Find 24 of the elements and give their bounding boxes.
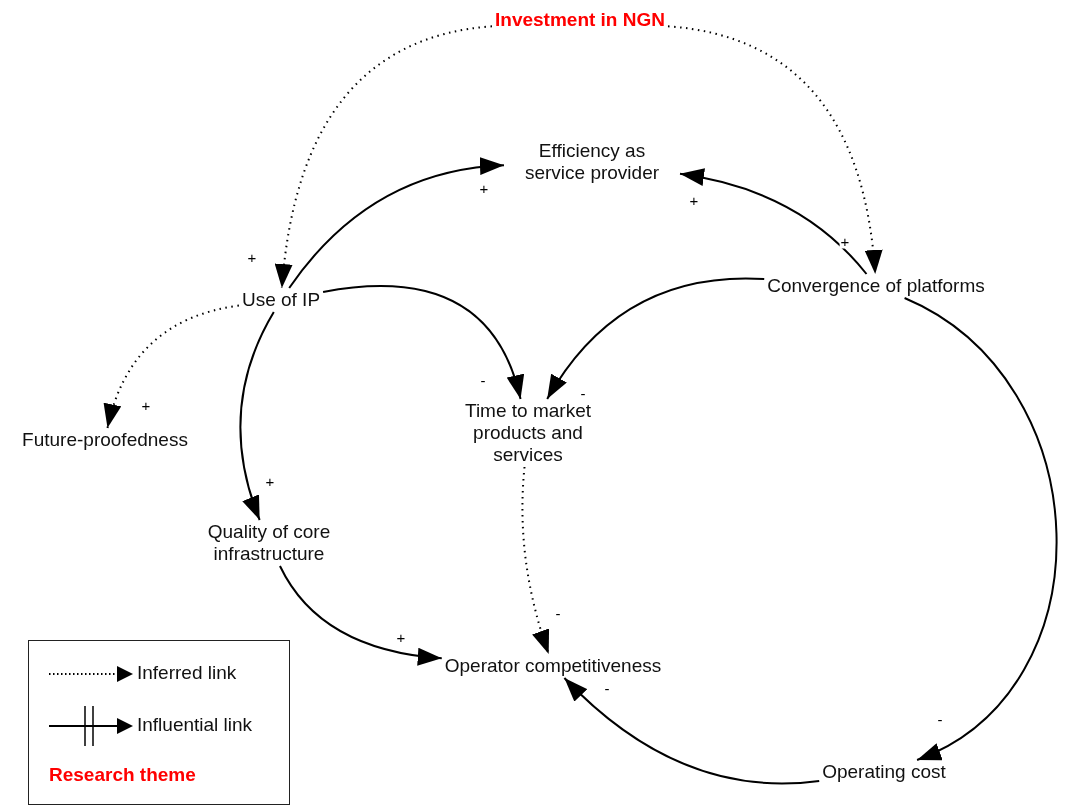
- inferred-link-arrow: [104, 304, 240, 429]
- legend-text: Inferred link: [137, 662, 237, 684]
- variable-label: Convergence of platforms: [764, 274, 988, 298]
- influential-link-arrow: [679, 168, 868, 275]
- variable-label: Future-proofedness: [19, 428, 191, 452]
- variable-label: Time to market products and services: [445, 399, 611, 467]
- variable-label: Quality of core infrastructure: [186, 520, 352, 566]
- variable-label: Efficiency as service provider: [504, 139, 680, 185]
- inferred-link-arrow: [521, 466, 550, 655]
- inferred-link-arrow: [275, 25, 493, 289]
- influential-link-arrow: [322, 285, 523, 400]
- legend-text: Research theme: [49, 764, 196, 786]
- influential-link-arrow: [563, 677, 821, 785]
- legend-text: Influential link: [137, 714, 253, 736]
- influential-link-arrow: [903, 297, 1058, 761]
- variable-label: Use of IP: [238, 288, 324, 312]
- influential-link-arrow: [239, 311, 275, 521]
- variable-label: Operating cost: [819, 760, 949, 784]
- influential-link-arrow: [278, 565, 443, 665]
- influential-link-arrow: [288, 157, 505, 289]
- influential-link-arrow: [546, 277, 766, 400]
- research-theme-label: Investment in NGN: [492, 8, 668, 32]
- inferred-link-arrow: [667, 25, 882, 275]
- variable-label: Operator competitiveness: [441, 654, 665, 678]
